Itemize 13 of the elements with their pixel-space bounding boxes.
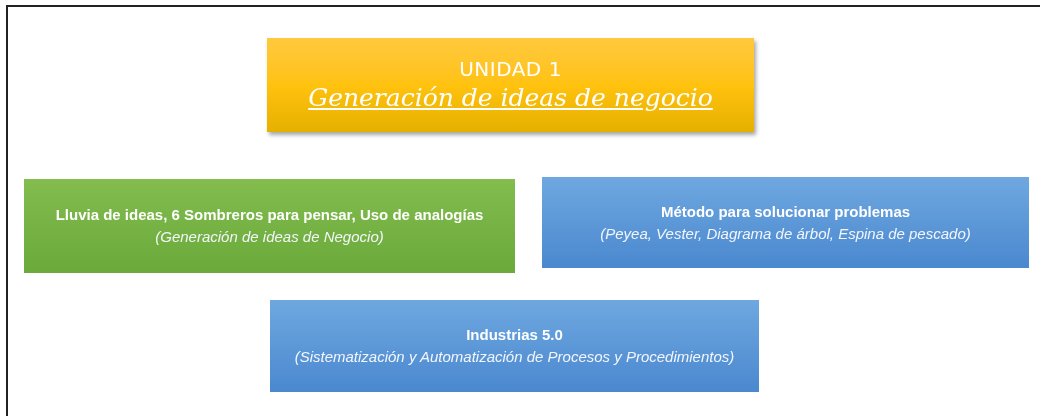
title-box (267, 38, 754, 132)
box-description: (Peyea, Vester, Diagrama de árbol, Espina de pescado) (600, 223, 971, 244)
box-description: (Generación de ideas de Negocio) (155, 227, 384, 247)
box-heading: Lluvia de ideas, 6 Sombreros para pensar, Uso de analogías (55, 205, 484, 225)
unit-subtitle: Generación de ideas de negocio (308, 81, 713, 114)
unit-heading: UNIDAD 1 (459, 56, 562, 82)
process-box (542, 177, 1029, 268)
box-description: (Sistematización y Automatización de Procesos y Procedimientos) (294, 347, 735, 367)
box-heading: Industrias 5.0 (466, 325, 563, 345)
box-heading: Método para solucionar problemas (660, 201, 911, 222)
process-box (24, 179, 515, 273)
frame (6, 5, 1040, 416)
process-box (270, 300, 759, 392)
